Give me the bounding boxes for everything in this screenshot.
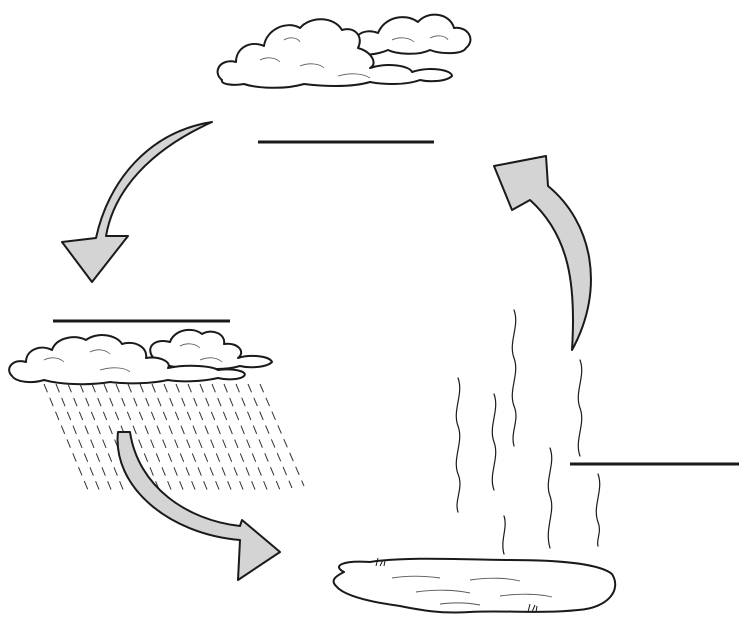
vapor-line bbox=[577, 359, 583, 457]
arrow-up bbox=[493, 155, 592, 351]
rain-cloud-icon bbox=[8, 328, 273, 386]
puddle-icon bbox=[332, 557, 617, 614]
vapor-icon bbox=[455, 309, 601, 555]
puddle-shape bbox=[332, 557, 617, 614]
top-cloud-icon bbox=[216, 13, 472, 89]
vapor-line bbox=[455, 377, 461, 513]
vapor-line bbox=[511, 309, 517, 447]
rain-cloud-shading bbox=[43, 343, 223, 373]
top-cloud-shading bbox=[259, 35, 449, 79]
vapor-line bbox=[491, 393, 497, 491]
rain-cloud-front bbox=[8, 334, 246, 386]
puddle-ripples bbox=[391, 575, 553, 606]
vapor-line bbox=[502, 515, 506, 555]
puddle-grass bbox=[375, 557, 538, 613]
top-cloud-front bbox=[216, 18, 453, 89]
arrow-down-right bbox=[116, 431, 281, 581]
top-cloud-back bbox=[353, 13, 472, 56]
vapor-line bbox=[595, 473, 601, 547]
arrow-down-left bbox=[61, 121, 213, 283]
rain-streaks bbox=[43, 383, 305, 493]
vapor-line bbox=[547, 447, 553, 549]
